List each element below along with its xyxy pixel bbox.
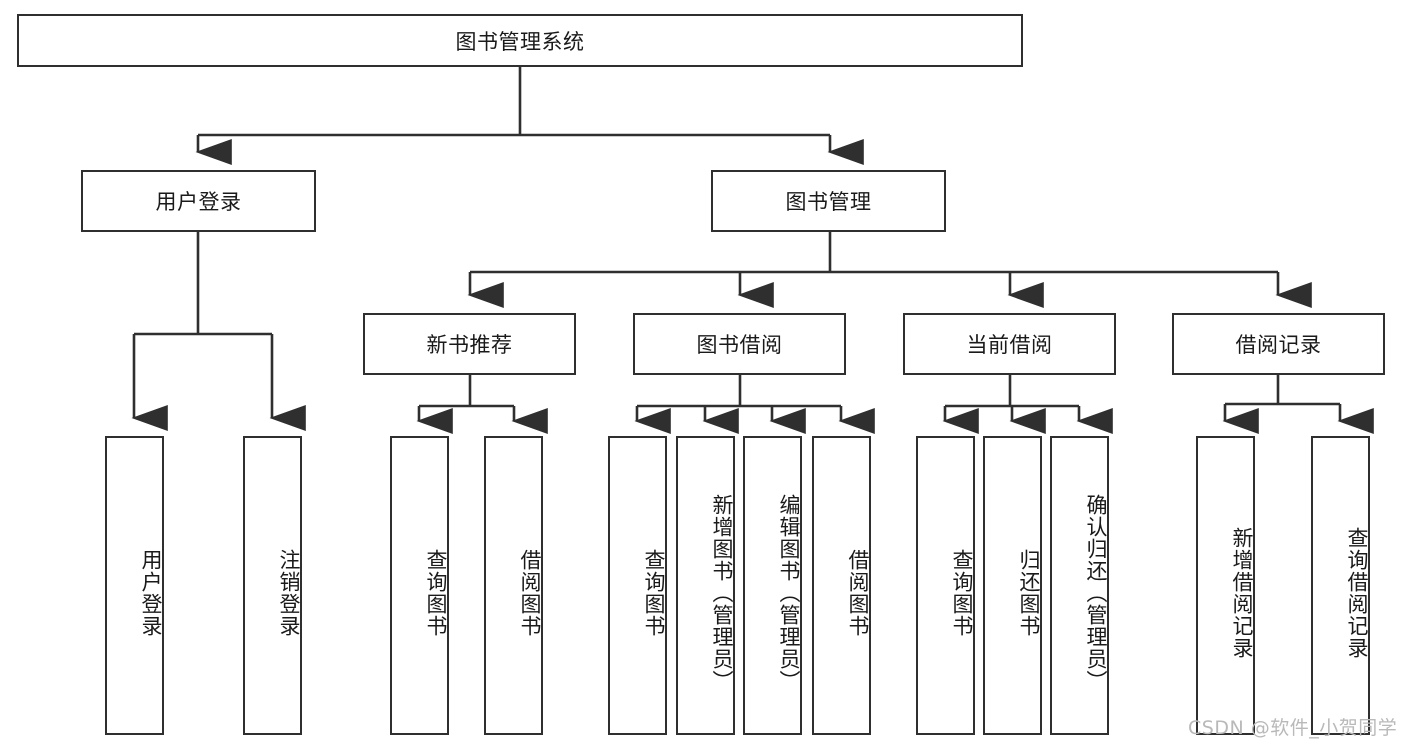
node-label: 查询图书 xyxy=(424,548,448,637)
node-label: 查询借阅记录 xyxy=(1345,526,1369,659)
node-label: 借阅图书 xyxy=(846,548,870,637)
node-label: 注销登录 xyxy=(277,548,301,637)
leaf-record-query-record[interactable]: 查询借阅记录 xyxy=(1311,436,1370,735)
node-label: 用户登录 xyxy=(155,190,242,214)
leaf-current-confirm-return-admin[interactable]: 确认归还（管理员） xyxy=(1050,436,1109,735)
node-label: 新增图书（管理员） xyxy=(710,493,734,692)
node-label: 图书管理 xyxy=(785,190,872,214)
node-user-login[interactable]: 用户登录 xyxy=(81,170,316,232)
leaf-current-query-book[interactable]: 查询图书 xyxy=(916,436,975,735)
leaf-borrow-query-book[interactable]: 查询图书 xyxy=(608,436,667,735)
node-book-borrow[interactable]: 图书借阅 xyxy=(633,313,846,375)
leaf-borrow-borrow-book[interactable]: 借阅图书 xyxy=(812,436,871,735)
leaf-borrow-add-book-admin[interactable]: 新增图书（管理员） xyxy=(676,436,735,735)
node-current-borrow[interactable]: 当前借阅 xyxy=(903,313,1116,375)
node-label: 借阅记录 xyxy=(1235,333,1322,357)
node-label: 新增借阅记录 xyxy=(1230,526,1254,659)
leaf-current-return-book[interactable]: 归还图书 xyxy=(983,436,1042,735)
node-new-book-recommend[interactable]: 新书推荐 xyxy=(363,313,576,375)
node-label: 查询图书 xyxy=(642,548,666,637)
node-label: 新书推荐 xyxy=(426,333,513,357)
leaf-recommend-borrow-book[interactable]: 借阅图书 xyxy=(484,436,543,735)
node-root-system[interactable]: 图书管理系统 xyxy=(17,14,1023,67)
node-label: 图书管理系统 xyxy=(455,29,585,54)
node-label: 查询图书 xyxy=(950,548,974,637)
leaf-user-login-logout[interactable]: 注销登录 xyxy=(243,436,302,735)
leaf-recommend-query-book[interactable]: 查询图书 xyxy=(390,436,449,735)
node-label: 用户登录 xyxy=(139,548,163,637)
node-label: 编辑图书（管理员） xyxy=(777,493,801,692)
leaf-borrow-edit-book-admin[interactable]: 编辑图书（管理员） xyxy=(743,436,802,735)
node-label: 借阅图书 xyxy=(518,548,542,637)
csdn-watermark: CSDN @软件_小贺同学 xyxy=(1188,717,1398,739)
node-label: 确认归还（管理员） xyxy=(1084,493,1108,692)
node-borrow-record[interactable]: 借阅记录 xyxy=(1172,313,1385,375)
node-label: 当前借阅 xyxy=(966,333,1053,357)
leaf-record-add-record[interactable]: 新增借阅记录 xyxy=(1196,436,1255,735)
node-book-management[interactable]: 图书管理 xyxy=(711,170,946,232)
node-label: 图书借阅 xyxy=(696,333,783,357)
leaf-user-login-login[interactable]: 用户登录 xyxy=(105,436,164,735)
node-label: 归还图书 xyxy=(1017,548,1041,637)
